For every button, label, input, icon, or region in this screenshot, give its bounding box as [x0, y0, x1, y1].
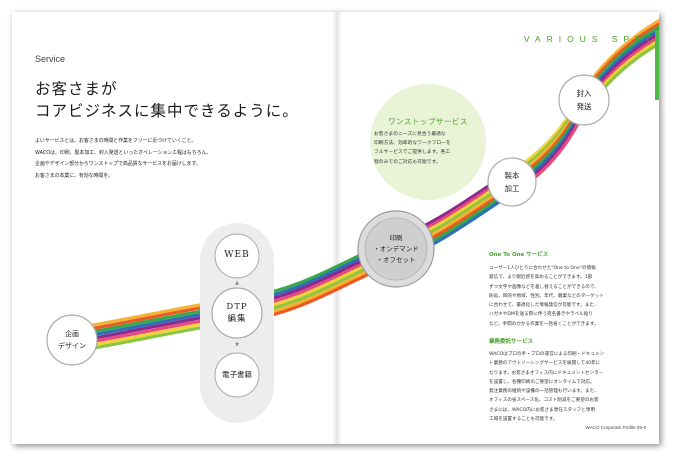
kikaku-line-2: デザイン: [58, 342, 86, 350]
seihon-circle: [487, 157, 537, 207]
denshi-circle: [214, 352, 260, 398]
one-to-one-body: ユーザー1人ひとりに合わせた"One to One"の情報 発信で、より親近感を…: [489, 264, 639, 329]
various-spec-header: VARIOUS SPEC: [523, 34, 659, 44]
brochure-spread: VARIOUS SPEC Service お客さまが コアビジネスに集中できるよ…: [12, 12, 659, 444]
one-to-one-line: ユーザー1人ひとりに合わせた"One to One"の情報: [489, 266, 596, 271]
web-label: WEB: [224, 250, 250, 260]
one-to-one-line: ずつ文字や画像などを差し替えることができるので、: [489, 284, 599, 290]
insatsu-line-2: ・オンデマンド: [373, 245, 419, 253]
intro-line: お客さまの本業に、有効な時間を。: [35, 172, 114, 179]
intro-line: 企画やデザイン部分からワンストップで高品質なサービスをお届けします。: [35, 161, 201, 167]
insatsu-line-3: ・オフセット: [376, 256, 416, 264]
outsourcing-title: 業務委託サービス: [489, 339, 534, 345]
page-fold: [330, 12, 344, 444]
insatsu-line-1: 印刷: [389, 234, 403, 242]
outsourcing-line: ト業務のアウトソーシングサービスを展開して40年に: [489, 361, 601, 367]
kikaku-circle: [46, 314, 98, 366]
web-circle: [214, 233, 260, 279]
fuunyu-line-1: 封入: [576, 89, 592, 98]
outsourcing-line: 発注業務の継続や設備の一括管理も行います。また、: [489, 389, 599, 395]
intro-line: よいサービスとは、お客さまの時間と作業をフリーに近づけていくこと。: [35, 138, 197, 144]
dtp-line-1: DTP: [226, 302, 248, 312]
onestop-line: フルサービスでご提供します。各工: [374, 150, 451, 156]
seihon-line-1: 製本: [504, 171, 520, 180]
one-to-one-line: ハガキやDMを送る際に伴う宛名書きやラベル貼り: [489, 312, 593, 318]
onestop-title: ワンストップサービス: [388, 117, 468, 126]
onestop-line: お客さまのニーズに見合う最適な: [374, 132, 446, 137]
outsourcing-body: WACOはプロの手・プロの運営による印刷・ドキュメン ト業務のアウトソーシングサ…: [489, 350, 639, 424]
dtp-circle: [211, 287, 263, 339]
fuunyu-circle: [558, 74, 610, 126]
outsourcing-line: を設置し、各種印刷のご要望にオンタイムで対応。: [489, 379, 595, 385]
process-diagram: [46, 12, 659, 444]
onestop-line: 印刷方法、効率的なワークフローを: [374, 141, 451, 147]
section-label: Service: [35, 54, 66, 64]
insatsu-label: 印刷 ・オンデマンド ・オフセット: [358, 233, 434, 266]
outsourcing-line: なります。お客さまオフィス内にドキュメントセンター: [489, 370, 604, 376]
intro-text: よいサービスとは、お客さまの時間と作業をフリーに近づけていくこと。 WACOは、…: [35, 136, 235, 182]
outsourcing-line: さまには、WACO内にお客さま専任スタッフと専用: [489, 407, 596, 413]
seihon-line-2: 加工: [504, 184, 520, 193]
kikaku-label: 企画 デザイン: [47, 328, 97, 352]
onestop-body: お客さまのニーズに見合う最適な 印刷方法、効率的なワークフローを フルサービスで…: [374, 130, 486, 167]
one-to-one-line: に合わせて、最適化した情報発信が可能です。また、: [489, 303, 599, 309]
seihon-label: 製本 加工: [488, 169, 536, 195]
arrow-down-icon: ▼: [235, 342, 239, 348]
dtp-label: DTP 編集: [212, 301, 262, 325]
page-footer: WACO Corporate Profile 05-6: [585, 425, 646, 430]
outsourcing-line: オフィスの省スペース化、コスト削減をご要望のお客: [489, 398, 599, 404]
arrow-up-icon: ▲: [235, 280, 239, 286]
green-accent-bar: [655, 30, 659, 100]
one-to-one-title: One To One サービス: [489, 252, 549, 258]
dtp-line-2: 編集: [227, 314, 247, 324]
denshi-label: 電子書籍: [222, 370, 252, 379]
page-headline: お客さまが コアビジネスに集中できるように。: [35, 78, 299, 122]
onestop-circle: [370, 84, 486, 200]
fuunyu-label: 封入 発送: [560, 87, 608, 113]
insatsu-circle-inner: [364, 217, 428, 281]
fuunyu-line-2: 発送: [576, 102, 592, 111]
headline-line-2: コアビジネスに集中できるように。: [35, 102, 299, 120]
one-to-one-line: 則返、目的や地域、性別、年代、職業などのターゲット: [489, 293, 604, 299]
kikaku-line-1: 企画: [65, 330, 79, 338]
onestop-line: 程のみでのご対応も可能です。: [374, 159, 441, 165]
outsourcing-line: 工場を設置することも可能です。: [489, 417, 558, 423]
intro-line: WACOは、印刷、製本加工、封入発送といったオペレーション工程はもちろん、: [35, 149, 212, 156]
outsourcing-line: WACOはプロの手・プロの運営による印刷・ドキュメン: [489, 352, 605, 357]
one-to-one-line: など、手間のかかる作業を一括省くことができます。: [489, 321, 599, 327]
one-to-one-line: 発信で、より親近感を高めることができます。1部: [489, 275, 593, 281]
headline-line-1: お客さまが: [35, 80, 118, 98]
